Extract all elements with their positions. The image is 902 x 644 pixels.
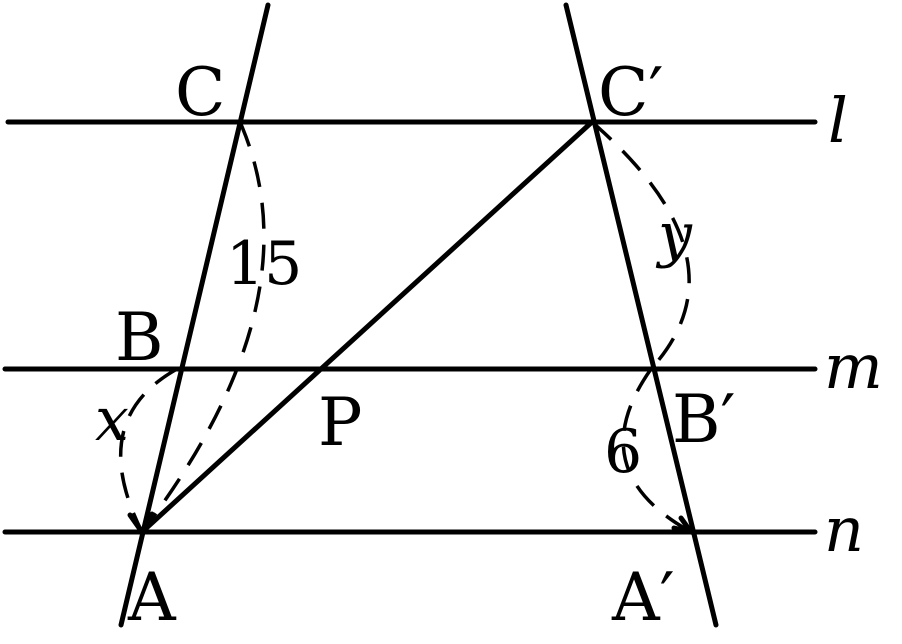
label-point-b: B — [115, 299, 164, 376]
label-line-m: m — [824, 330, 883, 403]
label-point-a-prime: A′ — [611, 559, 675, 636]
arc-x — [118, 367, 178, 533]
label-point-c-prime: C′ — [598, 54, 663, 131]
label-line-n: n — [824, 493, 864, 566]
label-point-b-prime: B′ — [672, 381, 736, 458]
arc-6 — [621, 367, 692, 534]
length-6: 6 — [604, 417, 642, 487]
label-point-c: C — [175, 54, 226, 131]
label-point-a: A — [127, 559, 177, 636]
arc-15 — [140, 121, 266, 534]
label-line-l: l — [828, 84, 848, 157]
arrowhead-a — [127, 511, 155, 537]
arc-y — [590, 120, 691, 371]
label-point-p: P — [318, 384, 362, 461]
length-y: y — [655, 200, 693, 270]
length-15: 15 — [226, 229, 302, 299]
right-transversal — [563, 2, 719, 628]
length-x: x — [95, 385, 129, 455]
segment-a-c-prime — [139, 119, 595, 535]
arrowhead-a-prime — [671, 515, 697, 536]
